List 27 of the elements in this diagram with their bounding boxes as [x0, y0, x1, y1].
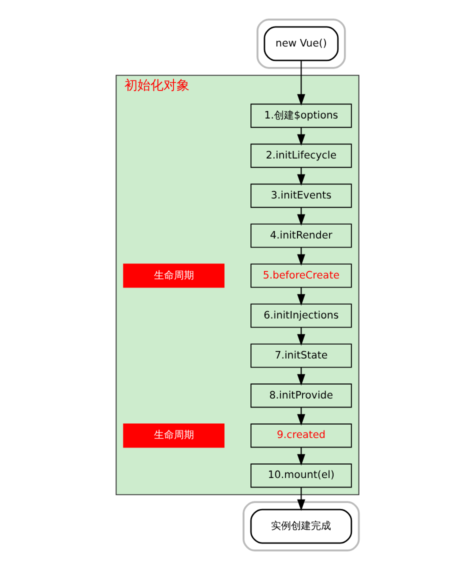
node-box: 实例创建完成 [250, 508, 352, 544]
arrow [296, 447, 305, 466]
node-box: new Vue() [263, 26, 338, 62]
arrow [296, 128, 305, 146]
arrow [296, 168, 305, 186]
node-box: 3.initEvents [250, 184, 352, 208]
cluster [256, 18, 346, 69]
node-box: 4.initRender [250, 224, 352, 248]
node-box: 10.mount(el) [250, 464, 352, 488]
arrow [296, 247, 305, 266]
cluster [242, 501, 360, 552]
arrow [296, 407, 305, 426]
arrow [296, 327, 305, 346]
node-box: 5.beforeCreate [250, 264, 352, 288]
node-box: 7.initState [250, 344, 352, 368]
arrow [296, 60, 305, 106]
arrow [296, 367, 305, 386]
node-box: 1.创建$options [250, 104, 352, 128]
arrow [296, 487, 305, 511]
arrow [296, 208, 305, 226]
node-box: 2.initLifecycle [250, 144, 352, 168]
node-box: 6.initInjections [250, 304, 352, 328]
node-box: 生命周期 [122, 264, 224, 288]
node-box: 生命周期 [122, 424, 224, 448]
node-box: 9.created [250, 424, 352, 448]
node-box: 8.initProvide [250, 384, 352, 408]
arrow [296, 287, 305, 306]
